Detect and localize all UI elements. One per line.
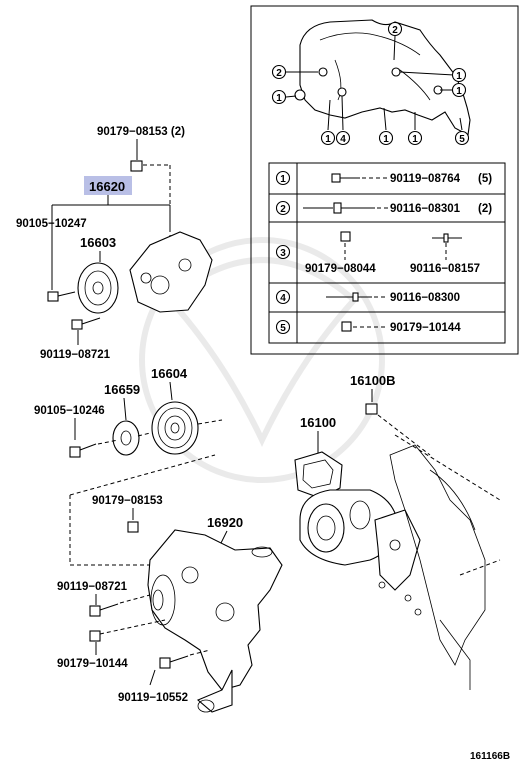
- group-16920: 90179−08153 16920 90119−08721 90179−1014…: [57, 495, 283, 713]
- stud-bolt-icon: [303, 202, 375, 214]
- part-90179-08153-label: 90179−08153: [92, 495, 163, 507]
- svg-text:(2): (2): [478, 203, 492, 215]
- timing-cover-drawing: [294, 19, 471, 136]
- svg-text:90116−08301: 90116−08301: [390, 203, 461, 215]
- gasket-icon: [365, 403, 378, 415]
- callout-2a: 2: [387, 21, 403, 37]
- stud-icon: [432, 233, 462, 243]
- inset-parts-table: 1 90119−08764 (5) 2 90116−08: [268, 162, 506, 344]
- part-16659-label: 16659: [104, 382, 140, 397]
- svg-text:2: 2: [280, 204, 286, 215]
- svg-text:2: 2: [276, 68, 282, 79]
- part-90119-08721-label: 90119−08721: [40, 349, 111, 361]
- part-90105-10246-label: 90105−10246: [34, 405, 105, 417]
- part-90119-08721-label: 90119−08721: [57, 581, 128, 593]
- group-16620: 90179−08153 (2) 16620 90105−10247 16603: [16, 126, 213, 361]
- group-pulley: 16604 16659 90105−10246: [34, 366, 223, 458]
- nut-icon: [341, 321, 352, 332]
- svg-text:1: 1: [412, 134, 418, 145]
- svg-text:1: 1: [456, 86, 462, 97]
- svg-text:90179−10144: 90179−10144: [390, 322, 461, 334]
- bolt-icon: [159, 655, 189, 669]
- part-highlight: [84, 176, 132, 195]
- part-16920-label: 16920: [207, 515, 243, 530]
- svg-text:90116−08157: 90116−08157: [410, 263, 480, 275]
- callout-1b: 1: [451, 67, 467, 83]
- svg-text:4: 4: [280, 293, 286, 304]
- svg-text:2: 2: [392, 25, 398, 36]
- part-90179-10144-label: 90179−10144: [57, 658, 128, 670]
- nut-icon: [89, 630, 101, 642]
- svg-text:1: 1: [383, 134, 389, 145]
- washer-drawing: [112, 420, 140, 456]
- part-16100-label: 16100: [300, 415, 336, 430]
- nut-icon: [340, 231, 351, 242]
- bolt-icon: [71, 317, 101, 330]
- group-16100: 16100B 16100: [294, 373, 501, 690]
- callout-1d: 1: [320, 130, 336, 146]
- bolt-icon: [331, 173, 360, 183]
- callout-4: 4: [335, 130, 351, 146]
- table-row-3: 3 90179−08044 90116−08157: [275, 231, 480, 275]
- svg-text:90119−08764: 90119−08764: [390, 173, 461, 185]
- callout-1e: 1: [378, 130, 394, 146]
- diagram-code: 161166B: [470, 751, 510, 762]
- idler-pulley-drawing: [77, 262, 119, 314]
- svg-text:90179−08044: 90179−08044: [305, 263, 376, 275]
- part-16603-label: 16603: [80, 235, 116, 250]
- nut-icon: [127, 521, 139, 533]
- bolt-icon: [47, 291, 76, 302]
- part-16604-label: 16604: [151, 366, 188, 381]
- table-row-4: 4 90116−08300: [275, 289, 460, 305]
- table-row-5: 5 90179−10144: [275, 319, 461, 335]
- svg-text:5: 5: [459, 134, 465, 145]
- table-row-2: 2 90116−08301 (2): [275, 200, 492, 216]
- svg-text:1: 1: [325, 134, 331, 145]
- part-90119-10552-label: 90119−10552: [118, 692, 188, 704]
- svg-text:1: 1: [276, 93, 282, 104]
- part-90179-08153-2-label: 90179−08153 (2): [97, 126, 185, 138]
- svg-text:90116−08300: 90116−08300: [390, 292, 460, 304]
- part-16620-label[interactable]: 16620: [89, 179, 125, 194]
- callout-1a: 1: [271, 89, 287, 105]
- svg-text:4: 4: [340, 134, 346, 145]
- engine-block-drawing: [389, 434, 501, 690]
- part-16100B-label: 16100B: [350, 373, 396, 388]
- svg-text:5: 5: [280, 323, 286, 334]
- inset-panel: 2 2 1 1 1 1 4 1 1 5 1: [250, 5, 519, 355]
- water-pump-drawing: [294, 451, 421, 591]
- callout-1f: 1: [407, 130, 423, 146]
- nut-icon: [130, 160, 143, 172]
- table-row-1: 1 90119−08764 (5): [275, 170, 492, 186]
- idler-bracket-drawing: [129, 231, 213, 313]
- callout-5: 5: [454, 130, 470, 146]
- fan-pulley-drawing: [151, 401, 199, 455]
- callout-2b: 2: [271, 64, 287, 80]
- inset-leaders: [285, 35, 463, 131]
- svg-text:3: 3: [280, 248, 286, 259]
- water-inlet-housing-drawing: [147, 529, 283, 713]
- svg-text:1: 1: [456, 71, 462, 82]
- bolt-icon: [89, 603, 119, 617]
- callout-1c: 1: [451, 82, 467, 98]
- bolt-icon: [69, 443, 97, 458]
- svg-text:(5): (5): [478, 173, 492, 185]
- part-90105-10247-label: 90105−10247: [16, 218, 87, 230]
- svg-text:1: 1: [280, 174, 286, 185]
- stud-bolt-icon: [326, 292, 372, 302]
